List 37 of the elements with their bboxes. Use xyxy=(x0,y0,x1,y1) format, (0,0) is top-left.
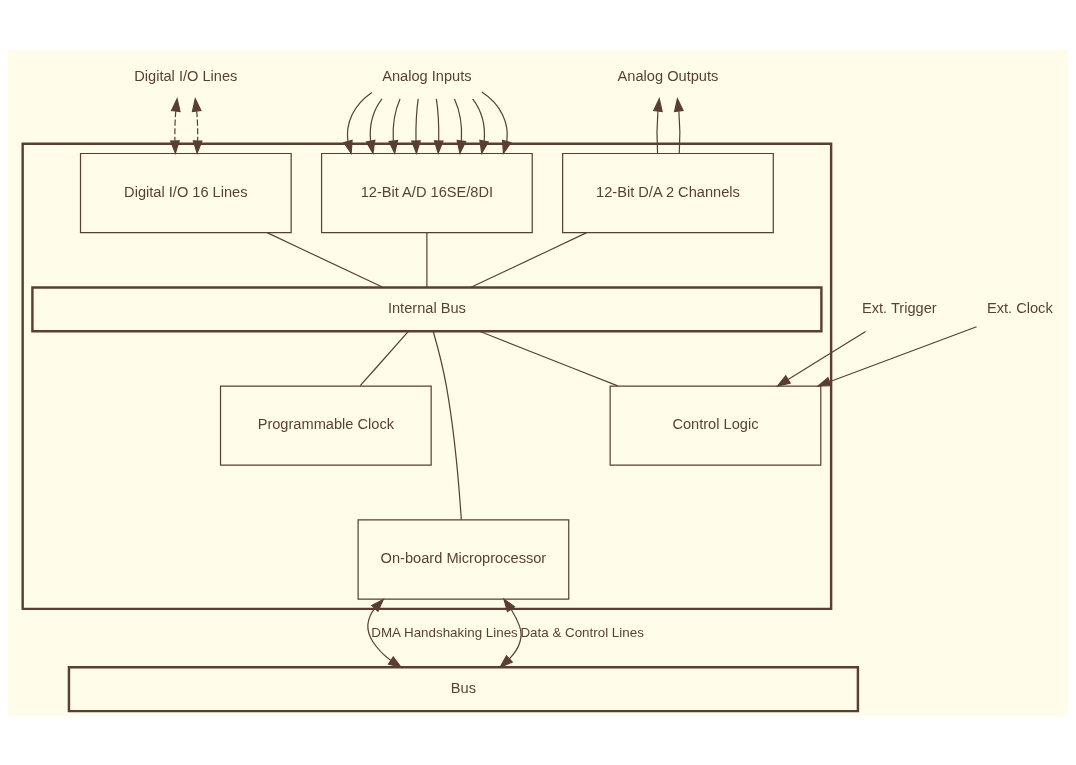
arrow xyxy=(498,597,522,668)
arrow xyxy=(169,96,181,155)
connector xyxy=(432,330,462,520)
node-text: Ext. Clock xyxy=(986,299,1053,316)
arrow xyxy=(388,97,401,155)
arrow xyxy=(481,90,512,155)
arrow xyxy=(816,325,978,387)
node-box: Internal Bus xyxy=(31,285,823,332)
arrow xyxy=(342,91,373,155)
node-box: 12-Bit D/A 2 Channels xyxy=(562,152,774,233)
node-box: Digital I/O 16 Lines xyxy=(79,152,292,233)
node-text: Analog Outputs xyxy=(617,67,719,84)
connector xyxy=(359,330,409,386)
arrow xyxy=(776,330,867,387)
arrow xyxy=(652,96,663,154)
connector xyxy=(478,330,619,386)
arrow xyxy=(410,97,422,155)
node-box: On-board Microprocessor xyxy=(357,518,570,600)
arrow xyxy=(365,97,383,155)
node-box: 12-Bit A/D 16SE/8DI xyxy=(320,152,533,233)
arrow xyxy=(673,96,684,154)
node-text: Ext. Trigger xyxy=(861,299,937,316)
edge-label: Data & Control Lines xyxy=(520,624,644,640)
arrow xyxy=(472,97,490,155)
arrow xyxy=(367,597,403,668)
node-box: Bus xyxy=(67,665,860,712)
connector xyxy=(426,231,428,288)
node-text: Digital I/O Lines xyxy=(134,67,238,84)
node-box: Programmable Clock xyxy=(219,384,432,466)
arrow xyxy=(191,96,203,155)
arrow xyxy=(453,97,467,155)
connector xyxy=(266,231,384,288)
connector xyxy=(470,231,588,288)
node-text: Analog Inputs xyxy=(382,67,472,84)
arrow xyxy=(433,97,444,155)
node-box: Control Logic xyxy=(609,384,822,466)
edge-label: DMA Handshaking Lines xyxy=(371,624,518,640)
